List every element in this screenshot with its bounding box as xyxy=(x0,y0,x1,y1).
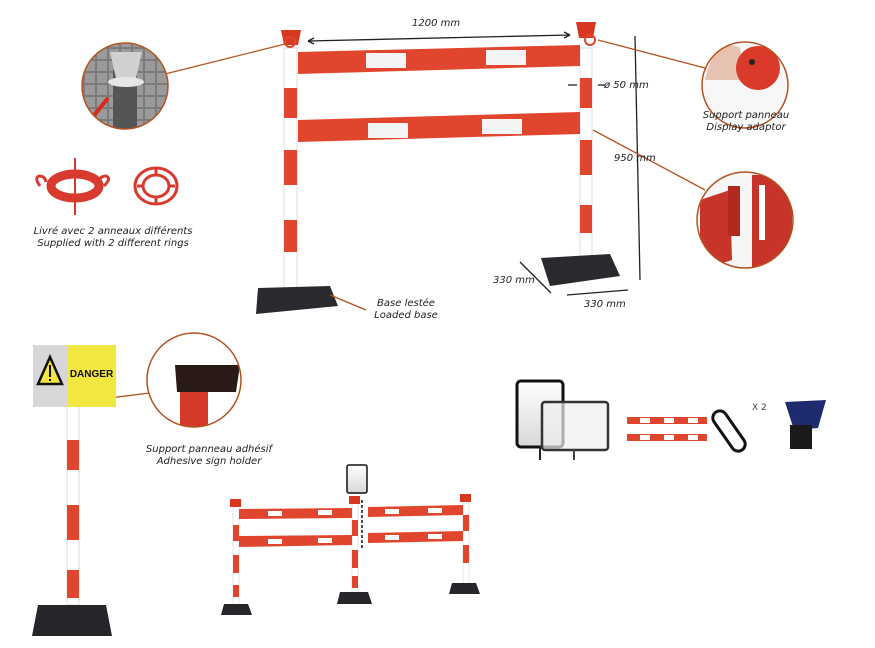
right-base xyxy=(541,254,620,286)
danger-sign-text: DANGER xyxy=(69,369,114,380)
display-adaptor-caption: Support panneau Display adaptor xyxy=(700,110,792,134)
accessories xyxy=(515,379,826,460)
base-depth-dimension-label: 330 mm xyxy=(493,275,535,286)
diameter-dimension-label: ø 50 mm xyxy=(604,80,649,91)
left-post xyxy=(281,30,301,289)
sign-holder-caption-fr: Support panneau adhésif xyxy=(145,444,273,455)
post-cap-detail-callout xyxy=(81,42,169,130)
post-cap xyxy=(576,22,596,38)
rings-caption-fr: Livré avec 2 anneaux différents xyxy=(33,226,193,237)
spare-rails xyxy=(627,417,707,441)
sign-holder-caption-en: Adhesive sign holder xyxy=(156,456,262,467)
rings-illustration xyxy=(35,158,179,215)
sign-post xyxy=(32,345,116,636)
sign-post-base xyxy=(32,605,112,636)
display-adaptor-caption-fr: Support panneau xyxy=(702,110,790,121)
black-connector-icon xyxy=(785,400,826,449)
danger-panel xyxy=(67,345,116,407)
rail-connector-callout xyxy=(696,171,794,269)
rings-caption-en: Supplied with 2 different rings xyxy=(37,238,189,249)
main-barrier xyxy=(256,22,620,314)
base-width-dimension-label: 330 mm xyxy=(584,299,626,310)
sign-holder-callout xyxy=(146,332,242,428)
mini-sign-panel xyxy=(346,464,368,494)
sign-holder-caption: Support panneau adhésif Adhesive sign ho… xyxy=(136,444,282,468)
width-dimension-label: 1200 mm xyxy=(412,18,461,29)
hook-quantity-label: X 2 xyxy=(752,403,767,413)
dimension-lines xyxy=(307,31,641,296)
left-base xyxy=(256,286,338,314)
carabiner-hook-icon xyxy=(711,409,747,453)
display-adaptor-callout xyxy=(701,41,789,129)
loaded-base-caption-en: Loaded base xyxy=(374,310,438,321)
height-dimension-label: 950 mm xyxy=(614,153,656,164)
display-adaptor-caption-en: Display adaptor xyxy=(706,122,786,133)
panel-frame-landscape xyxy=(540,400,610,452)
top-rail xyxy=(298,45,580,74)
loaded-base-caption: Base lestée Loaded base xyxy=(366,298,446,322)
barrier-configuration xyxy=(221,464,480,615)
rings-caption: Livré avec 2 anneaux différents Supplied… xyxy=(28,226,198,250)
loaded-base-caption-fr: Base lestée xyxy=(377,298,435,309)
bottom-rail xyxy=(298,112,580,142)
